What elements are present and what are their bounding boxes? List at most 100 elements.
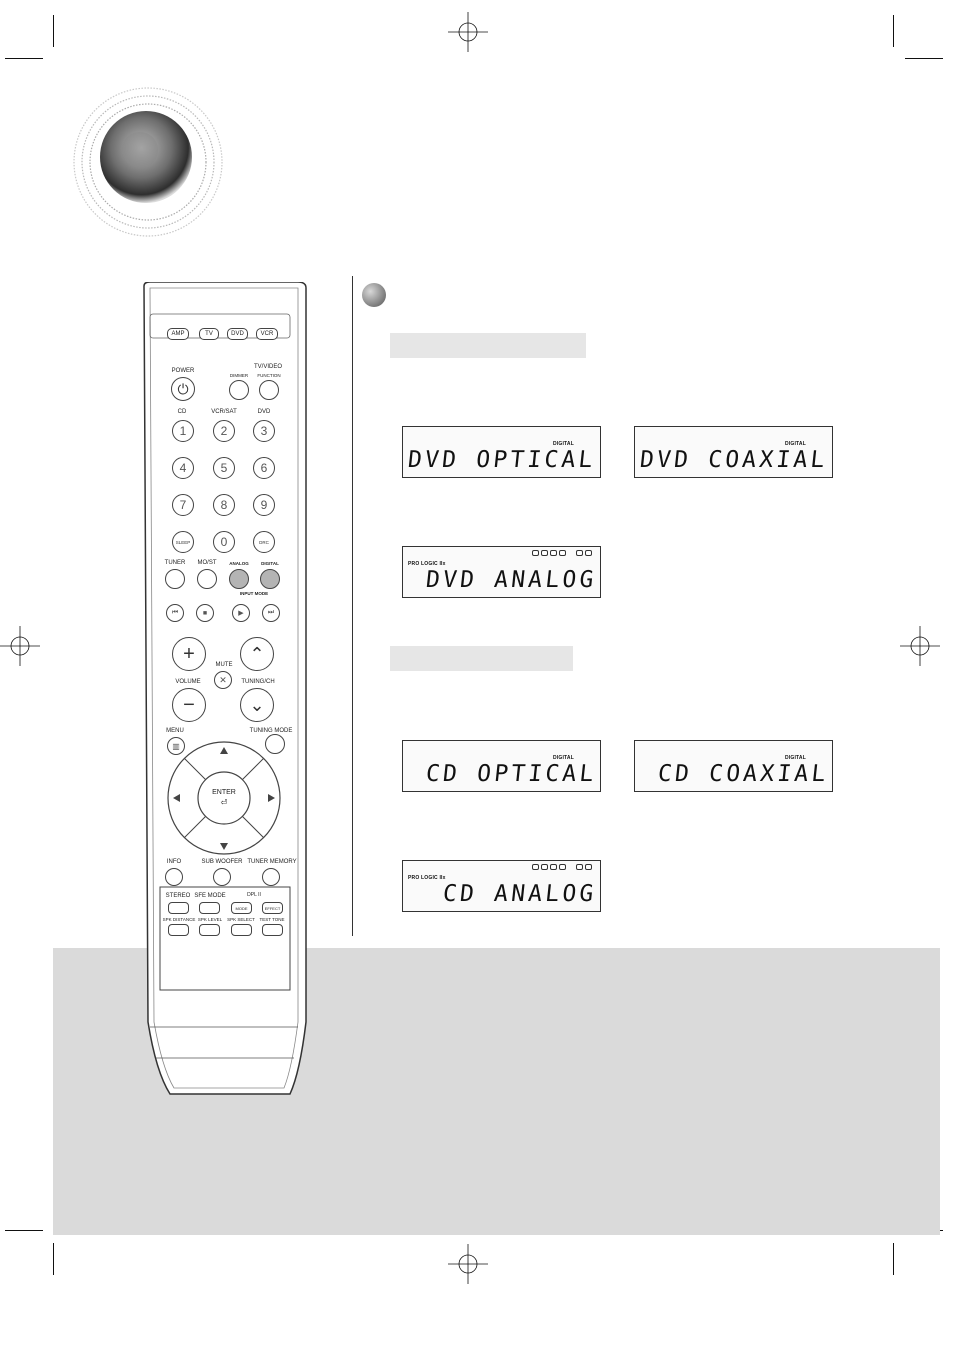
crop-mark bbox=[5, 1230, 43, 1231]
pl-effect-button[interactable]: EFFECT bbox=[262, 902, 283, 914]
remote-body bbox=[143, 282, 307, 1095]
info-button[interactable] bbox=[165, 868, 183, 886]
menu-button[interactable]: ▥ bbox=[167, 737, 185, 755]
test-tone-button[interactable] bbox=[262, 924, 283, 936]
play-pause-button[interactable]: ▶ bbox=[232, 604, 250, 622]
drc-button[interactable]: DRC bbox=[253, 531, 275, 553]
digital-label: DIGITAL bbox=[261, 561, 279, 566]
lcd-cd-optical: DIGITAL CD OPTICAL bbox=[402, 740, 601, 792]
digit-2-button[interactable]: 2 bbox=[213, 420, 235, 442]
lcd-cd-coaxial: DIGITAL CD COAXIAL bbox=[634, 740, 833, 792]
stop-button[interactable]: ■ bbox=[196, 604, 214, 622]
sleep-button[interactable]: SLEEP bbox=[172, 531, 194, 553]
crop-mark bbox=[5, 58, 43, 59]
registration-mark bbox=[448, 1244, 488, 1284]
sfe-mode-button[interactable] bbox=[199, 902, 220, 914]
lcd-tag: PRO LOGIC IIx bbox=[408, 875, 446, 881]
step-bullet-icon bbox=[362, 283, 386, 307]
menu-label: MENU bbox=[166, 728, 184, 734]
digit-9-button[interactable]: 9 bbox=[253, 494, 275, 516]
digit-5-button[interactable]: 5 bbox=[213, 457, 235, 479]
digit-1-button[interactable]: 1 bbox=[172, 420, 194, 442]
analog-label: ANALOG bbox=[229, 561, 249, 566]
tuner-button[interactable] bbox=[165, 569, 185, 589]
tv-video-label: TV/VIDEO bbox=[253, 364, 283, 370]
speaker-indicator-icons bbox=[532, 550, 592, 556]
mode-button-dvd[interactable]: DVD bbox=[227, 328, 248, 340]
mute-label: MUTE bbox=[215, 662, 233, 668]
spk-select-button[interactable] bbox=[231, 924, 252, 936]
spk-distance-button[interactable] bbox=[168, 924, 189, 936]
mode-button-amp[interactable]: AMP bbox=[167, 328, 189, 340]
skip-back-button[interactable]: ⏮ bbox=[166, 604, 184, 622]
power-label: POWER bbox=[171, 368, 195, 374]
mode-label: MODE bbox=[235, 905, 248, 911]
volume-down-button[interactable]: − bbox=[172, 688, 206, 722]
sub-woofer-button[interactable] bbox=[213, 868, 231, 886]
digit-3-button[interactable]: 3 bbox=[253, 420, 275, 442]
mode-button-tv[interactable]: TV bbox=[199, 328, 219, 340]
crop-mark bbox=[53, 15, 54, 47]
tuner-label: TUNER bbox=[164, 560, 186, 566]
lcd-dvd-coaxial: DIGITAL DVD COAXIAL bbox=[634, 426, 833, 478]
input-mode-label: INPUT MODE bbox=[239, 591, 269, 596]
spk-select-label: SPK SELECT bbox=[227, 917, 255, 922]
mute-button[interactable]: ✕ bbox=[214, 671, 232, 689]
tuning-down-button[interactable]: ⌄ bbox=[240, 688, 274, 722]
lcd-cd-analog: PRO LOGIC IIx CD ANALOG bbox=[402, 860, 601, 912]
tuner-memory-label: TUNER MEMORY bbox=[247, 859, 297, 865]
lcd-tag: PRO LOGIC IIx bbox=[408, 561, 446, 567]
sub-woofer-label: SUB WOOFER bbox=[201, 859, 243, 865]
crop-mark bbox=[893, 15, 894, 47]
lcd-text: CD ANALOG bbox=[441, 881, 598, 907]
enter-icon: ⏎ bbox=[220, 798, 228, 807]
sfe-mode-label: SFE MODE bbox=[194, 893, 226, 899]
digit-8-button[interactable]: 8 bbox=[213, 494, 235, 516]
enter-label[interactable]: ENTER bbox=[212, 789, 236, 796]
spk-level-button[interactable] bbox=[199, 924, 220, 936]
power-button[interactable]: ⏻ bbox=[171, 377, 195, 401]
dimmer-label: DIMMER bbox=[229, 373, 249, 378]
dvd-label: DVD bbox=[257, 409, 271, 415]
mo-st-label: MO/ST bbox=[197, 560, 217, 566]
tuner-memory-button[interactable] bbox=[262, 868, 280, 886]
lcd-dvd-analog: PRO LOGIC IIx DVD ANALOG bbox=[402, 546, 601, 598]
crop-mark bbox=[53, 1243, 54, 1275]
crop-mark bbox=[893, 1243, 894, 1275]
drc-label: DRC bbox=[259, 539, 269, 545]
volume-up-button[interactable]: + bbox=[172, 637, 206, 671]
lcd-text: CD COAXIAL bbox=[656, 761, 830, 787]
mo-st-button[interactable] bbox=[197, 569, 217, 589]
pl-mode-button[interactable]: MODE bbox=[231, 902, 252, 914]
digit-7-button[interactable]: 7 bbox=[172, 494, 194, 516]
effect-label: EFFECT bbox=[264, 905, 281, 911]
digital-button[interactable] bbox=[260, 569, 280, 589]
lcd-text: DVD OPTICAL bbox=[407, 447, 598, 473]
function-label: FUNCTION bbox=[257, 373, 281, 378]
spk-level-label: SPK LEVEL bbox=[197, 917, 223, 922]
lcd-tag: DIGITAL bbox=[552, 441, 574, 447]
registration-mark bbox=[900, 626, 940, 666]
remote-control: AMP TV DVD VCR POWER ⏻ TV/VIDEO DIMMER F… bbox=[140, 282, 308, 1097]
tuning-mode-button[interactable] bbox=[265, 734, 285, 754]
registration-mark bbox=[448, 12, 488, 52]
stereo-button[interactable] bbox=[168, 902, 189, 914]
tuning-ch-label: TUNING/CH bbox=[241, 679, 275, 685]
pl-label: DPL II bbox=[247, 892, 261, 898]
digit-6-button[interactable]: 6 bbox=[253, 457, 275, 479]
digit-0-button[interactable]: 0 bbox=[213, 531, 235, 553]
tv-video-button[interactable] bbox=[259, 380, 279, 400]
tuning-mode-label: TUNING MODE bbox=[249, 728, 293, 734]
lcd-tag: DIGITAL bbox=[784, 755, 806, 761]
cd-section-label bbox=[390, 646, 573, 671]
dvd-section-label bbox=[390, 333, 586, 358]
dimmer-button[interactable] bbox=[229, 380, 249, 400]
tuning-up-button[interactable]: ⌃ bbox=[240, 637, 274, 671]
mode-button-vcr[interactable]: VCR bbox=[256, 328, 278, 340]
analog-button[interactable] bbox=[229, 569, 249, 589]
volume-label: VOLUME bbox=[175, 679, 201, 685]
digit-4-button[interactable]: 4 bbox=[172, 457, 194, 479]
skip-forward-button[interactable]: ⏭ bbox=[262, 604, 280, 622]
registration-mark bbox=[0, 626, 40, 666]
lcd-text: DVD COAXIAL bbox=[639, 447, 830, 473]
